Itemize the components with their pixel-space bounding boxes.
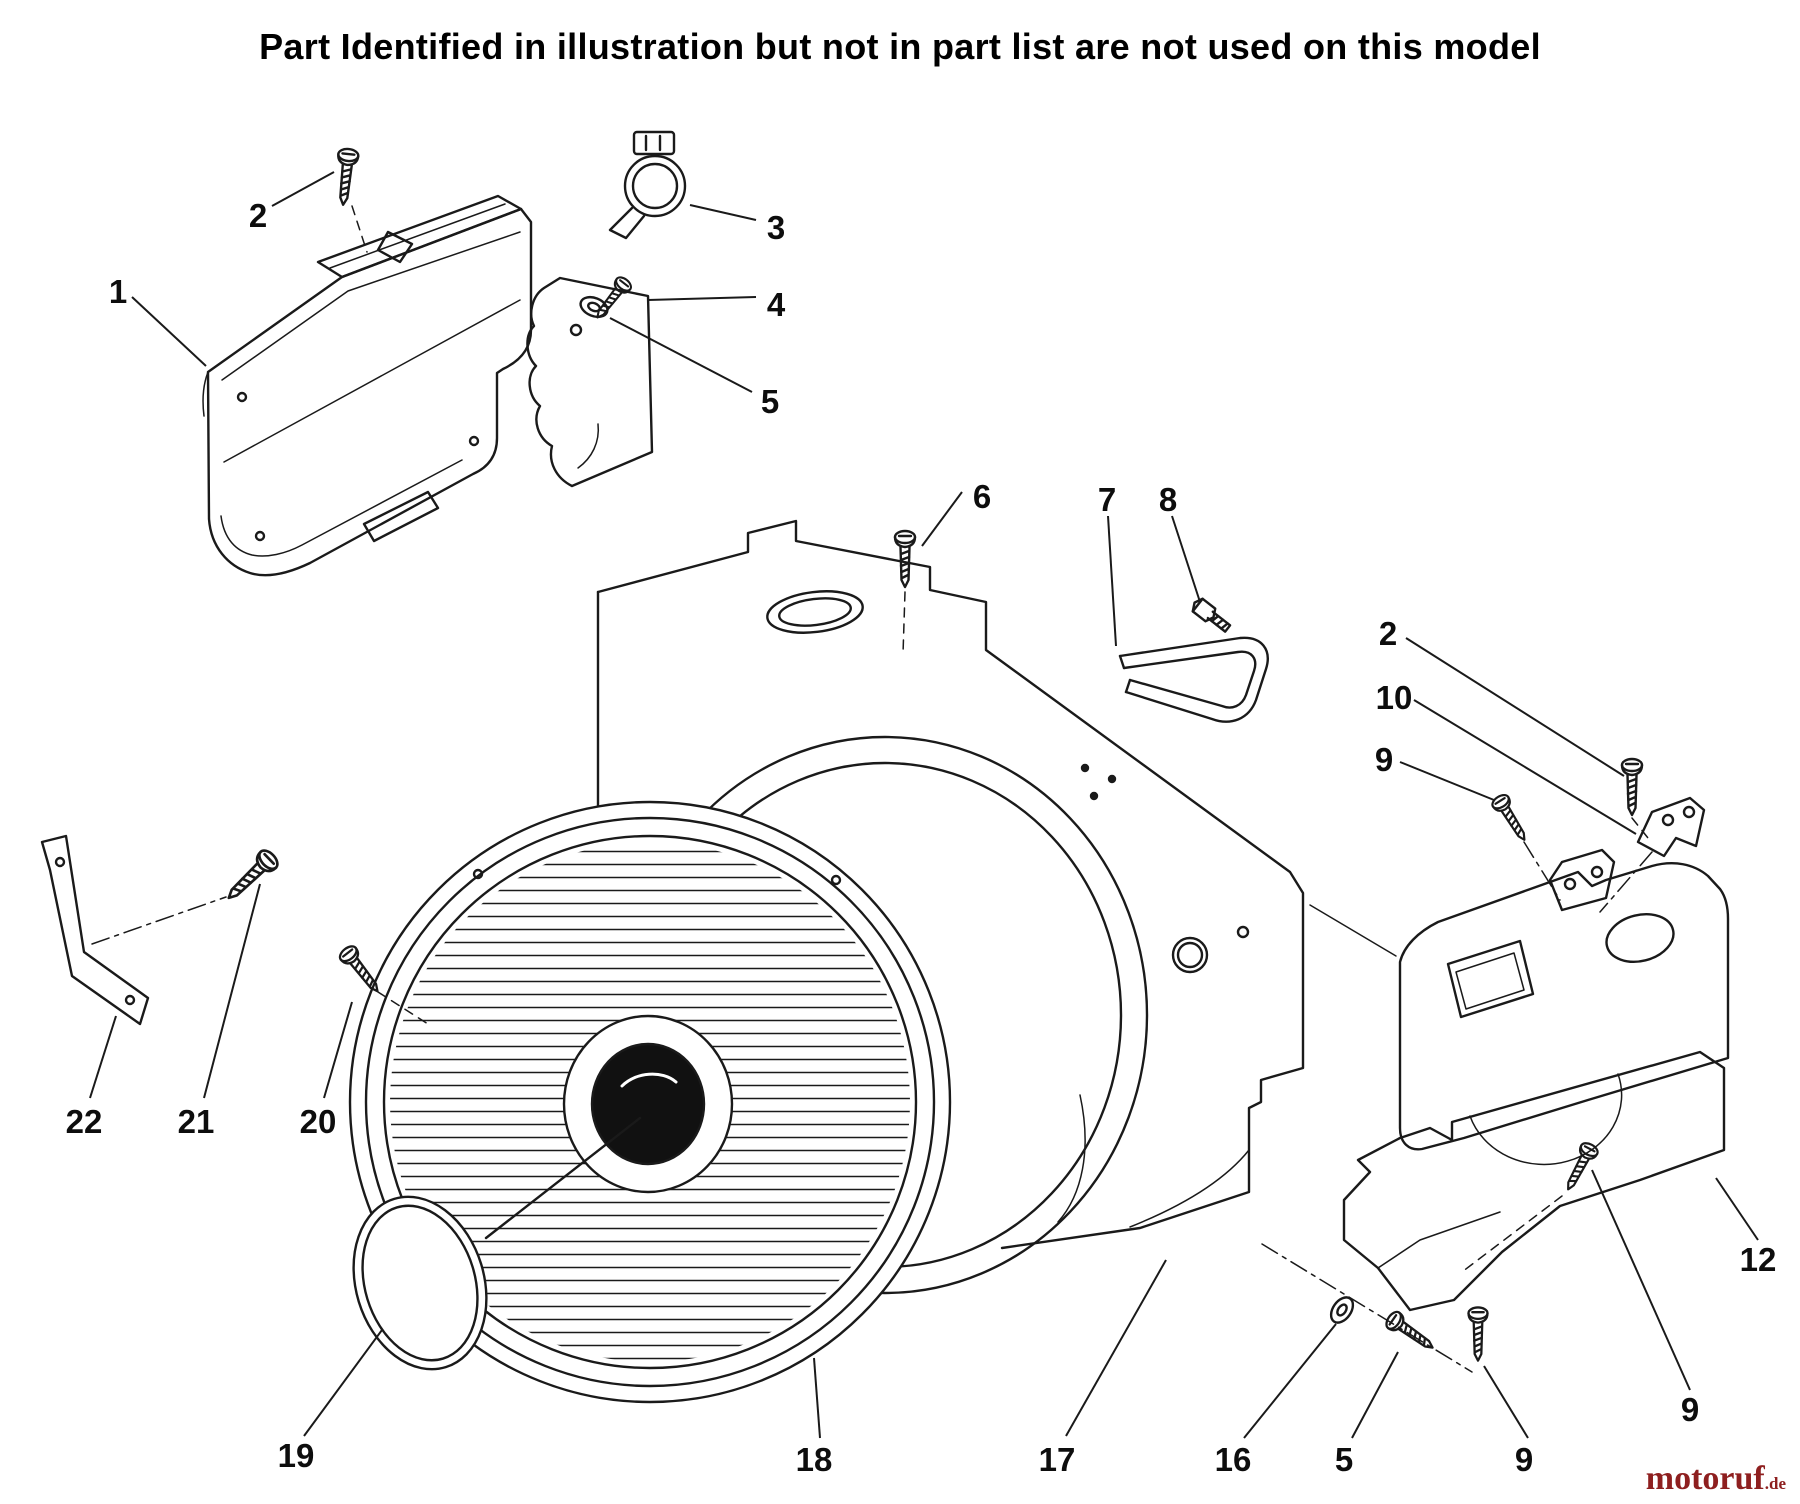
part-backing-plate [526, 276, 654, 488]
callout-16: 16 [1215, 1441, 1252, 1478]
part-clamp [608, 130, 687, 240]
part-oval-cover [352, 1195, 488, 1371]
part-washer-16 [1325, 1292, 1359, 1328]
callout-6: 6 [973, 478, 991, 515]
part-upper-shroud [202, 194, 533, 577]
part-side-bracket [40, 834, 150, 1026]
callout-2-right: 2 [1379, 615, 1397, 652]
callout-21: 21 [178, 1103, 215, 1140]
callout-4: 4 [767, 286, 786, 323]
callout-20: 20 [300, 1103, 337, 1140]
watermark-brand: motoruf [1645, 1460, 1765, 1497]
callout-1: 1 [109, 273, 127, 310]
part-screw-6 [893, 529, 917, 589]
callout-5: 5 [761, 383, 779, 420]
part-fan-screen [348, 800, 952, 1404]
callout-7: 7 [1098, 481, 1116, 518]
part-screw-5-bottom [1382, 1308, 1440, 1357]
part-screw-2-right [1620, 757, 1644, 817]
watermark-logo: motoruf.de [1646, 1460, 1786, 1498]
part-screw-9-bottom [1467, 1306, 1489, 1362]
part-screw-2 [331, 146, 361, 207]
leader-lines [89, 171, 1759, 1439]
callout-9-panel: 9 [1681, 1391, 1699, 1428]
callout-22: 22 [66, 1103, 103, 1140]
callout-9-right: 9 [1375, 741, 1393, 778]
callout-9-bottom: 9 [1515, 1441, 1533, 1478]
callout-2: 2 [249, 197, 267, 234]
callout-18: 18 [796, 1441, 833, 1478]
part-screw-20 [336, 942, 387, 999]
part-screw-9-right [1488, 791, 1534, 846]
page-title: Part Identified in illustration but not … [259, 26, 1541, 67]
callout-10: 10 [1376, 679, 1413, 716]
part-bolt-21 [219, 845, 283, 908]
callout-5-bottom: 5 [1335, 1441, 1353, 1478]
part-angle-bracket [1636, 796, 1706, 858]
callouts: 2 1 3 4 5 6 7 8 2 10 9 22 21 20 19 18 17… [66, 197, 1777, 1478]
part-strap [1118, 636, 1269, 723]
part-bolt-8 [1188, 595, 1234, 636]
part-side-panel-upper [1398, 848, 1730, 1151]
callout-12: 12 [1740, 1241, 1777, 1278]
watermark-tld: .de [1764, 1474, 1786, 1493]
callout-8: 8 [1159, 481, 1177, 518]
part-side-panel-lower [1342, 1050, 1726, 1312]
callout-3: 3 [767, 209, 785, 246]
callout-19: 19 [278, 1437, 315, 1474]
callout-17: 17 [1039, 1441, 1076, 1478]
